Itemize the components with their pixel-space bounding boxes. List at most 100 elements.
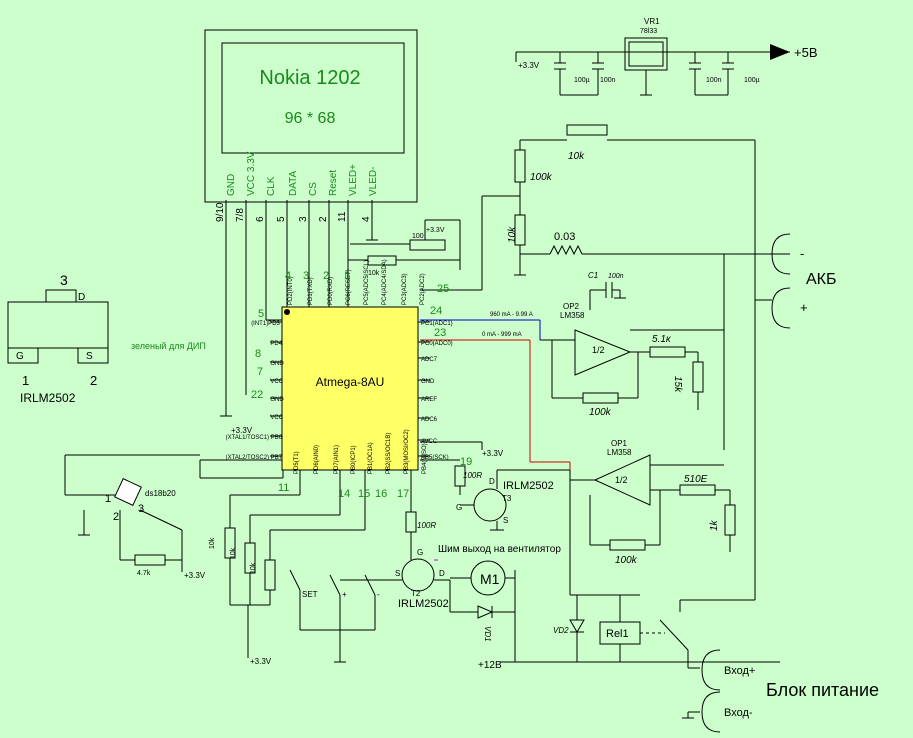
- vr1-label: VR1: [644, 17, 660, 26]
- mcu-bottom-pin: PB2(SS/OC1B): [386, 433, 392, 474]
- mcu-left-pin: PD4: [270, 341, 282, 347]
- mcu-bottom-pin: PB3(MOSI/OC2): [404, 429, 410, 474]
- svg-text:1k: 1k: [709, 519, 720, 531]
- lcd-pin-label: CLK: [266, 176, 277, 196]
- lcd-pin-label: VLED-: [368, 167, 379, 196]
- t3: 100R IRLM2502 T3 G S D: [420, 459, 571, 595]
- relay-label: Rel1: [606, 628, 629, 640]
- mcu-left-pin: GND: [270, 397, 284, 403]
- lcd-pin-number: 6: [255, 216, 266, 222]
- lcd-pin-label: CS: [308, 182, 319, 196]
- svg-text:+3.3V: +3.3V: [250, 657, 272, 666]
- svg-text:4.7k: 4.7k: [137, 570, 151, 577]
- lcd-pin-label: GND: [226, 174, 237, 196]
- pin-number-green: 8: [255, 348, 261, 360]
- svg-text:100n: 100n: [600, 77, 616, 84]
- svg-text:100k: 100k: [615, 555, 638, 566]
- svg-text:D: D: [439, 569, 445, 578]
- wires: 100 +3.3V 10k 100k 10k 10k 0.03 - АКБ +: [220, 124, 837, 600]
- sensor-buttons: ds18b20 1 2 3 4.7k +3.3V +3.3V 10k 10k: [64, 454, 380, 666]
- lcd-pin-label: VLED+: [348, 164, 359, 196]
- t2: 100R S D G T2 IRLM2502 Шим выход на вент…: [340, 470, 780, 671]
- pin-number-green: 22: [251, 389, 263, 401]
- mcu-left-pin: VCC: [270, 415, 283, 421]
- pin-number-green: 24: [430, 305, 442, 317]
- lcd-pin-label: VCC 3.3V: [246, 151, 257, 196]
- pin-number-green: 15: [358, 488, 370, 500]
- mcu-bottom-pin: PD5(T1): [294, 451, 300, 474]
- svg-text:G: G: [417, 548, 423, 557]
- svg-text:D: D: [489, 477, 495, 486]
- mcu-top-pin: PD2(INT0): [288, 276, 294, 305]
- svg-text:OP1: OP1: [611, 439, 628, 448]
- btn-minus: -: [377, 590, 380, 599]
- svg-text:+3.3V: +3.3V: [426, 227, 445, 234]
- svg-text:510E: 510E: [684, 474, 708, 485]
- svg-text:Вход+: Вход+: [724, 665, 755, 677]
- svg-text:T2: T2: [411, 589, 421, 598]
- svg-text:2: 2: [113, 511, 119, 523]
- svg-text:Вход-: Вход-: [724, 707, 753, 719]
- btn-plus: +: [342, 590, 347, 599]
- lcd-pin-number: 9/10: [215, 202, 226, 222]
- svg-text:100: 100: [412, 233, 424, 240]
- lcd-resolution: 96 * 68: [285, 110, 336, 127]
- pin-number-green: 23: [434, 327, 446, 339]
- svg-text:-: -: [800, 246, 804, 261]
- ds18b20-label: ds18b20: [145, 489, 176, 498]
- op2: 1/2 OP2 LM358 5.1к 15k 100k: [540, 254, 725, 450]
- mcu-top-pin: PC6(RESET): [346, 269, 352, 305]
- current-range-1: 960 mA - 9.99 A: [490, 312, 533, 318]
- mcu-right-pin: GND: [421, 379, 435, 385]
- svg-text:T3: T3: [502, 494, 512, 503]
- mcu-top-pin: PC3(ADC3): [402, 273, 408, 305]
- svg-text:100µ: 100µ: [574, 77, 590, 84]
- mcu-bottom-pin: PB1(OC1A): [368, 442, 374, 474]
- pin-number-green: 5: [258, 308, 264, 320]
- mcu-name: Atmega-8AU: [316, 375, 385, 389]
- svg-text:G: G: [16, 351, 24, 362]
- svg-text:+: +: [800, 300, 808, 315]
- mcu-bottom-pin: PD7(AIN1): [334, 445, 340, 474]
- svg-text:3: 3: [138, 503, 144, 515]
- mcu-left-pin: (XTAL1/TOSC1) PB6: [226, 435, 283, 441]
- regulator-section: +3.3V VR1 78l33 100µ 100n 100n 100µ +5В: [515, 17, 818, 96]
- mcu-right-pin: ADC7: [421, 357, 438, 363]
- svg-text:100n: 100n: [608, 273, 624, 280]
- pin-number-green: 17: [397, 488, 409, 500]
- svg-text:100µ: 100µ: [744, 77, 760, 84]
- btn-set: SET: [302, 590, 318, 599]
- pin-number-green: 7: [257, 366, 263, 378]
- svg-text:LM358: LM358: [607, 448, 632, 457]
- svg-text:OP2: OP2: [563, 302, 580, 311]
- lcd-pin-label: DATA: [288, 170, 299, 196]
- svg-text:S: S: [395, 569, 400, 578]
- mcu-left-pin: GND: [270, 361, 284, 367]
- mcu-top-pin: PC2(ADC2): [420, 273, 426, 305]
- svg-text:1/2: 1/2: [592, 345, 605, 355]
- svg-text:0.03: 0.03: [554, 231, 575, 243]
- svg-text:VD2: VD2: [553, 626, 569, 635]
- svg-text:100k: 100k: [530, 172, 553, 183]
- mcu-right-pin: PB5(SCK): [421, 455, 449, 461]
- mcu-bottom-pin: PB4(MISO): [422, 443, 428, 474]
- pin-number-green: 11: [278, 482, 289, 494]
- mcu-bottom-pin: PD6(AIN0): [314, 445, 320, 474]
- mcu-top-pin: PD1(TXD): [308, 277, 314, 305]
- mcu-left-pin: VCC: [270, 379, 283, 385]
- pin-number-green: 4: [285, 270, 291, 282]
- mcu-right-pin: ADC6: [421, 417, 438, 423]
- svg-text:VD1: VD1: [483, 626, 492, 642]
- irlm-package: 3 D G S 1 2 IRLM2502: [7, 272, 109, 405]
- svg-text:5.1к: 5.1к: [652, 334, 672, 345]
- mcu-left-pin: (XTAL2/TOSC2) PB7: [226, 455, 283, 461]
- pin-number-green: 25: [437, 283, 449, 295]
- svg-text:1: 1: [105, 493, 111, 505]
- relay-section: VD2 Rel1 Вход+ Вход- Блок питание: [553, 594, 879, 733]
- op1: 1/2 OP1 LM358 510E 1k 100k: [570, 439, 736, 566]
- lcd-pin-number: 3: [298, 216, 309, 222]
- mcu-right-pin: AREF: [421, 397, 437, 403]
- svg-text:1/2: 1/2: [615, 475, 628, 485]
